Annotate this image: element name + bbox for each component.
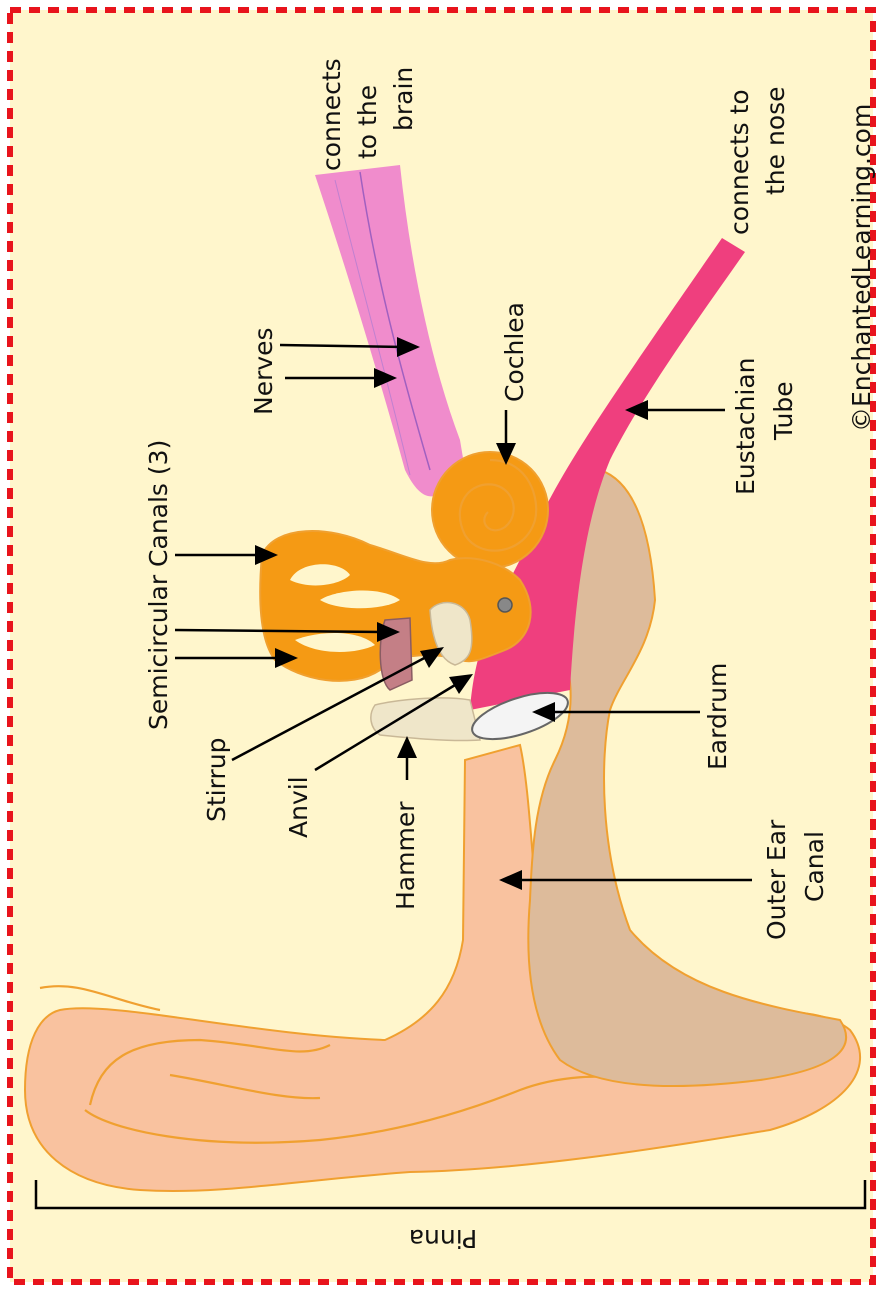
label-connects-nose-2: the nose (761, 86, 790, 195)
label-semicircular-canals: Semicircular Canals (3) (144, 440, 173, 730)
label-cochlea: Cochlea (500, 302, 529, 402)
label-stirrup: Stirrup (202, 738, 231, 822)
copyright-text: ©EnchantedLearning.com (847, 104, 876, 432)
label-connects-nose-1: connects to (725, 89, 754, 235)
cochlea (432, 452, 548, 568)
label-connects-brain-3: brain (389, 67, 418, 131)
label-outer-ear-canal-2: Canal (800, 831, 829, 902)
label-anvil: Anvil (284, 776, 313, 838)
label-eardrum: Eardrum (703, 663, 732, 770)
label-eustachian-1: Eustachian (731, 358, 760, 496)
label-connects-brain-1: connects (317, 58, 346, 171)
label-outer-ear-canal-1: Outer Ear (762, 819, 791, 940)
label-connects-brain-2: to the (353, 85, 382, 159)
label-nerves: Nerves (249, 327, 278, 415)
label-hammer: Hammer (391, 801, 420, 910)
label-eustachian-2: Tube (769, 381, 798, 441)
label-pinna: Pinna (409, 1224, 477, 1253)
oval-window (498, 598, 512, 612)
